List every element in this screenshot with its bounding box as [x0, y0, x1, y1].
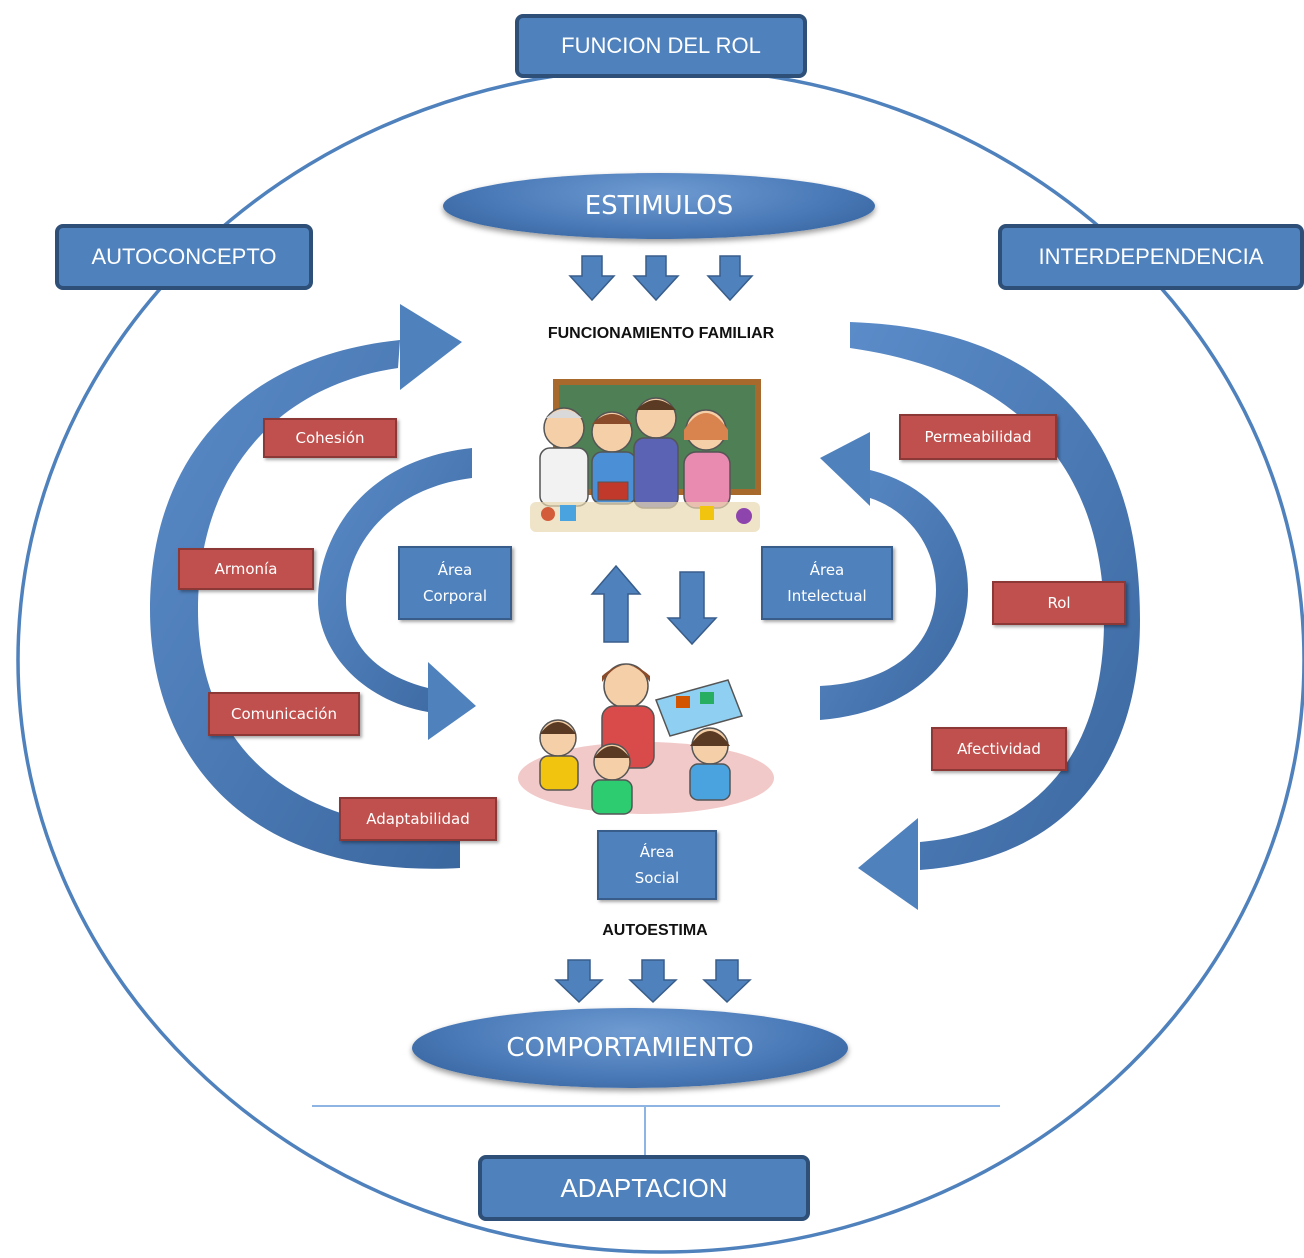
inner-right-arrowhead	[820, 432, 870, 506]
label-funcion-del-rol: FUNCION DEL ROL	[515, 14, 807, 78]
outer-right-arrow	[850, 322, 1140, 870]
area-intelectual-line1: Área	[809, 561, 845, 579]
center-arrows	[590, 564, 718, 646]
factor-permeabilidad: Permeabilidad	[899, 414, 1057, 460]
outer-left-arrowhead	[400, 304, 462, 390]
family-illustration	[530, 379, 761, 532]
outer-right-arrowhead	[858, 818, 918, 910]
area-social-line1: Área	[639, 843, 675, 861]
inner-left-arrow	[318, 448, 472, 712]
label-autoestima: AUTOESTIMA	[602, 922, 708, 939]
label-interdependencia: INTERDEPENDENCIA	[998, 224, 1304, 290]
label-autoconcepto: AUTOCONCEPTO	[55, 224, 313, 290]
inner-right-arrow	[820, 470, 968, 720]
label-funcionamiento-familiar: FUNCIONAMIENTO FAMILIAR	[547, 325, 775, 342]
ellipse-comportamiento: COMPORTAMIENTO	[412, 1008, 848, 1088]
area-corporal-line1: Área	[437, 561, 473, 579]
area-social-line2: Social	[634, 869, 680, 887]
factor-comunicacion: Comunicación	[208, 692, 360, 736]
area-corporal: Área Corporal	[398, 546, 512, 620]
teacher-children-illustration	[518, 663, 774, 815]
factor-afectividad: Afectividad	[931, 727, 1067, 771]
estimulos-down-arrows	[568, 255, 754, 302]
area-corporal-line2: Corporal	[422, 587, 488, 605]
factor-adaptabilidad: Adaptabilidad	[339, 797, 497, 841]
label-adaptacion: ADAPTACION	[478, 1155, 810, 1221]
area-intelectual-line2: Intelectual	[787, 587, 867, 605]
factor-cohesion: Cohesión	[263, 418, 397, 458]
outer-left-arrow	[150, 340, 460, 869]
area-intelectual: Área Intelectual	[761, 546, 893, 620]
factor-rol: Rol	[992, 581, 1126, 625]
area-social: Área Social	[597, 830, 717, 900]
autoestima-down-arrows	[554, 959, 752, 1004]
ellipse-estimulos: ESTIMULOS	[443, 173, 875, 239]
factor-armonia: Armonía	[178, 548, 314, 590]
inner-left-arrowhead	[428, 662, 476, 740]
